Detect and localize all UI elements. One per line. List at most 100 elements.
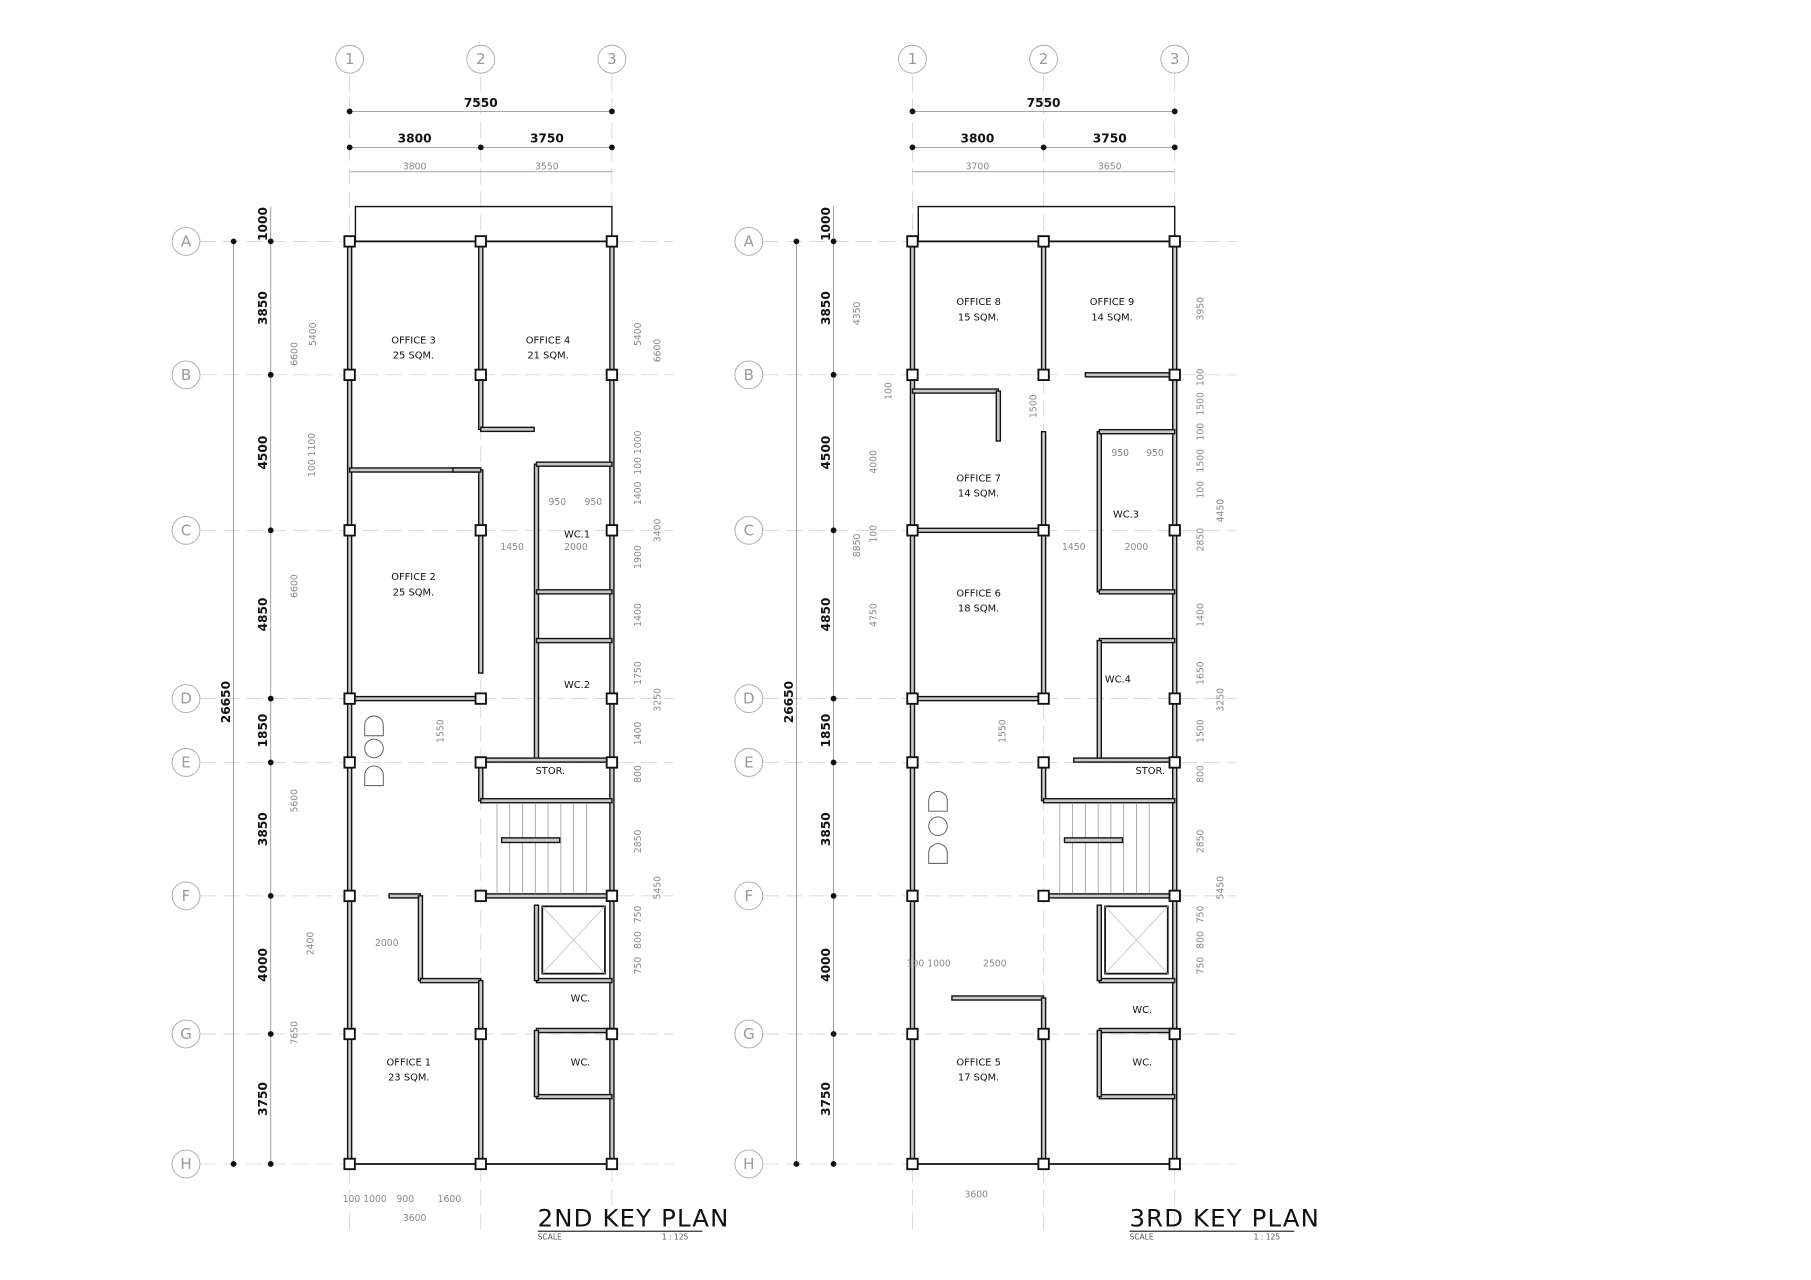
lift-cross [542, 906, 606, 974]
dimension-dot [793, 238, 800, 245]
structural-column [605, 368, 619, 381]
wall [1096, 904, 1103, 982]
column-grid-bubble [597, 44, 627, 74]
dimension-dot [267, 527, 274, 534]
bay-length-dim: 1850 [256, 714, 270, 748]
minor-dimension: 6600 [653, 339, 664, 363]
row-grid-bubble [734, 515, 764, 545]
wall [1096, 430, 1103, 593]
table-icon [928, 816, 948, 837]
wall [1040, 240, 1047, 376]
column-grid-label: 3 [607, 50, 617, 68]
row-grid-label: G [180, 1025, 192, 1043]
dimension-dot [1171, 108, 1178, 115]
room-name: WC. [1132, 1057, 1152, 1068]
minor-dimension: 100 [1196, 481, 1207, 499]
wall [1096, 1029, 1103, 1098]
dimension-dot [830, 371, 837, 378]
minor-dimension: 800 [633, 765, 644, 783]
scale-label: SCALE [538, 1232, 562, 1241]
row-grid-bubble [734, 226, 764, 256]
room-name: OFFICE 8 [956, 297, 1001, 308]
structural-column [1168, 1027, 1181, 1041]
bay-length-dim: 3750 [256, 1082, 270, 1116]
structural-column [605, 756, 619, 769]
inner-width-dim: 3650 [1098, 161, 1122, 172]
wall [1098, 1027, 1176, 1034]
dimension-dot [230, 238, 237, 245]
room-area: 23 SQM. [388, 1072, 429, 1083]
wall [533, 1029, 540, 1098]
structural-column [1037, 235, 1050, 248]
row-grid-bubble [734, 684, 764, 713]
structural-column [1037, 889, 1050, 903]
room-name: WC.1 [564, 529, 590, 540]
room-area: 14 SQM. [958, 489, 999, 500]
wall [1096, 639, 1103, 761]
minor-dimension: 1600 [438, 1194, 462, 1205]
column-grid-label: 2 [1039, 50, 1049, 68]
row-grid-label: F [744, 887, 753, 905]
minor-dimension: 950 [584, 497, 602, 508]
minor-dimension: 2000 [375, 938, 399, 949]
wall [1098, 977, 1176, 984]
wall [535, 1093, 613, 1100]
bay-length-dim: 4850 [256, 598, 270, 632]
minor-dimension: 2000 [1125, 542, 1149, 553]
structural-column [474, 368, 487, 381]
column-grid-label: 2 [476, 50, 486, 68]
room-name: WC.2 [564, 680, 590, 691]
structural-column [605, 692, 619, 705]
minor-dimension: 100 1000 [907, 959, 951, 970]
structural-column [474, 1157, 487, 1171]
structural-column [605, 889, 619, 903]
minor-dimension: 7650 [289, 1021, 300, 1045]
wall [535, 637, 613, 644]
lift-cross [1104, 906, 1169, 974]
bay-length-dim: 3850 [256, 291, 270, 325]
wall [533, 904, 540, 982]
room-name: WC.4 [1105, 674, 1131, 685]
wall [911, 695, 1049, 702]
row-grid-label: D [743, 690, 755, 708]
structural-column [343, 1027, 356, 1041]
bay-length-dim: 4000 [256, 948, 270, 982]
structural-column [906, 524, 919, 537]
room-name: WC. [571, 1057, 591, 1068]
column-grid-label: 1 [908, 50, 918, 68]
dimension-dot [477, 144, 484, 151]
chair-icon [364, 715, 384, 737]
minor-dimension: 750 [1196, 906, 1207, 924]
minor-dimension: 1450 [1062, 542, 1086, 553]
minor-dimension: 5450 [653, 876, 664, 900]
inner-width-dim: 3550 [535, 161, 559, 172]
structural-column [474, 524, 487, 537]
bay-length-dim: 4000 [819, 948, 833, 982]
minor-dimension: 2400 [306, 932, 317, 956]
minor-dimension: 100 1100 [307, 433, 318, 477]
minor-dimension: 2000 [564, 542, 588, 553]
dimension-dot [346, 108, 353, 115]
minor-dimension: 1400 [633, 722, 644, 746]
wall [1098, 1093, 1176, 1100]
minor-dimension: 1500 [1196, 719, 1207, 743]
structural-column [1168, 524, 1181, 537]
minor-dimension: 800 [1196, 931, 1207, 949]
wall [951, 995, 1045, 1001]
dimension-dot [230, 1161, 237, 1167]
minor-dimension: 100 1000 [633, 430, 644, 474]
wall [452, 467, 482, 473]
minor-dimension: 1900 [633, 545, 644, 569]
structural-column [1168, 1157, 1181, 1171]
minor-dimension: 1550 [997, 719, 1008, 743]
structural-column [605, 524, 619, 537]
wall [1098, 637, 1176, 644]
minor-dimension: 3950 [1196, 297, 1207, 321]
minor-dimension: 5600 [289, 789, 300, 813]
room-area: 21 SQM. [527, 351, 568, 362]
minor-dimension: 750 [1196, 957, 1207, 975]
minor-dimension: 1650 [1196, 661, 1207, 685]
